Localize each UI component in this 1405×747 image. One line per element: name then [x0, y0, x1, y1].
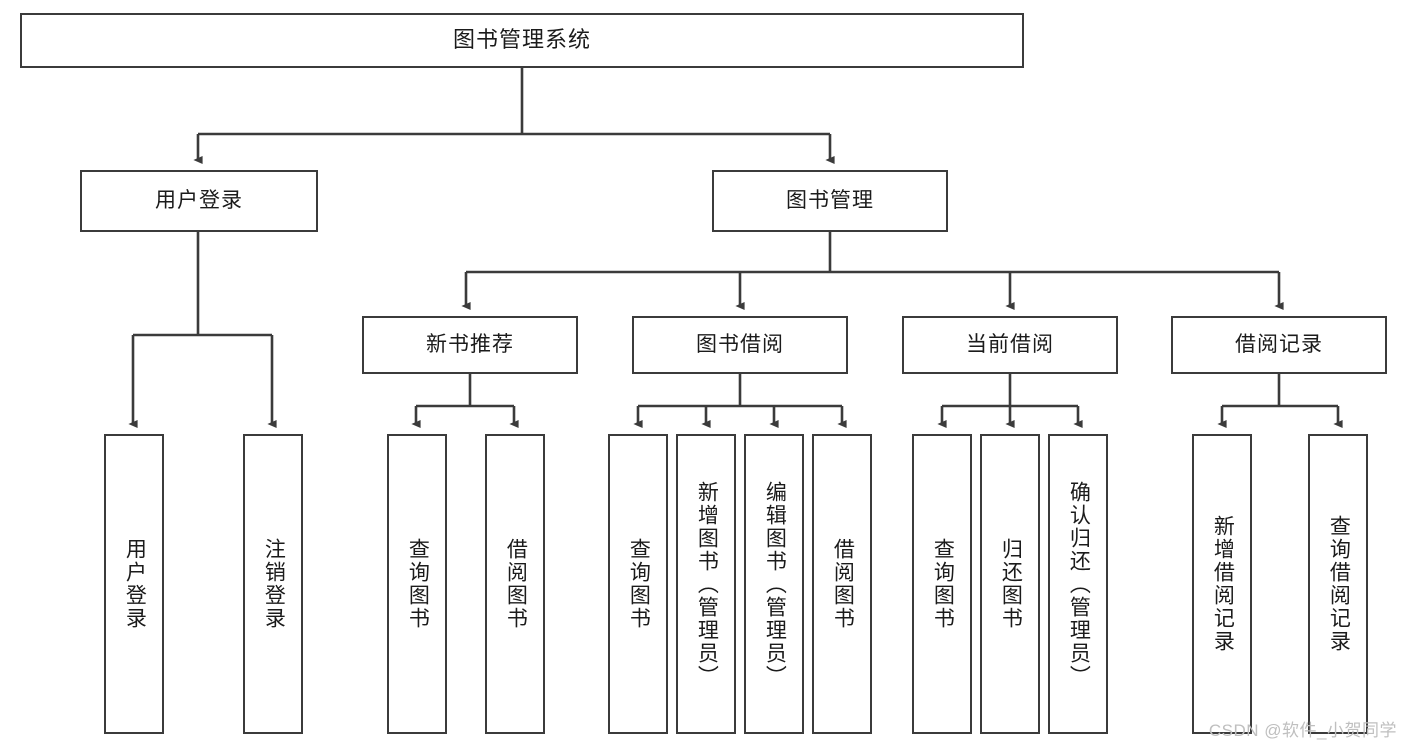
node-new-book-recommend[interactable]: 新书推荐	[362, 316, 578, 374]
node-label: 归还图书	[999, 538, 1023, 630]
node-label: 借阅图书	[831, 538, 855, 630]
node-label: 图书管理系统	[452, 27, 591, 53]
leaf-return-book[interactable]: 归还图书	[980, 434, 1040, 734]
node-label: 图书借阅	[696, 333, 784, 357]
leaf-add-borrow-record[interactable]: 新增借阅记录	[1192, 434, 1252, 734]
node-label: 查询图书	[406, 538, 430, 630]
node-label: 编辑图书（管理员）	[763, 480, 787, 688]
leaf-query-book-borrow[interactable]: 查询图书	[608, 434, 668, 734]
node-label: 新增借阅记录	[1211, 515, 1235, 653]
node-label: 图书管理	[786, 189, 874, 213]
node-label: 查询图书	[931, 538, 955, 630]
node-label: 借阅图书	[504, 538, 528, 630]
leaf-logout-login[interactable]: 注销登录	[243, 434, 303, 734]
node-borrow-record[interactable]: 借阅记录	[1171, 316, 1387, 374]
node-label: 查询借阅记录	[1327, 515, 1351, 653]
node-book-borrow[interactable]: 图书借阅	[632, 316, 848, 374]
node-book-manage[interactable]: 图书管理	[712, 170, 948, 232]
node-label: 注销登录	[262, 538, 286, 630]
leaf-add-book-admin[interactable]: 新增图书（管理员）	[676, 434, 736, 734]
node-label: 确认归还（管理员）	[1067, 480, 1091, 688]
node-label: 当前借阅	[966, 333, 1054, 357]
leaf-confirm-return-admin[interactable]: 确认归还（管理员）	[1048, 434, 1108, 734]
leaf-query-borrow-record[interactable]: 查询借阅记录	[1308, 434, 1368, 734]
node-user-login[interactable]: 用户登录	[80, 170, 318, 232]
node-current-borrow[interactable]: 当前借阅	[902, 316, 1118, 374]
leaf-query-book-current[interactable]: 查询图书	[912, 434, 972, 734]
node-label: 新增图书（管理员）	[695, 480, 719, 688]
watermark-text: CSDN @软件_小贺同学	[1208, 721, 1397, 740]
leaf-user-login[interactable]: 用户登录	[104, 434, 164, 734]
leaf-borrow-book-borrow[interactable]: 借阅图书	[812, 434, 872, 734]
node-root-system[interactable]: 图书管理系统	[20, 13, 1024, 68]
node-label: 借阅记录	[1235, 333, 1323, 357]
leaf-borrow-book-recommend[interactable]: 借阅图书	[485, 434, 545, 734]
node-label: 用户登录	[123, 538, 147, 630]
node-label: 用户登录	[155, 189, 243, 213]
node-label: 查询图书	[627, 538, 651, 630]
leaf-query-book-recommend[interactable]: 查询图书	[387, 434, 447, 734]
node-label: 新书推荐	[426, 333, 514, 357]
leaf-edit-book-admin[interactable]: 编辑图书（管理员）	[744, 434, 804, 734]
